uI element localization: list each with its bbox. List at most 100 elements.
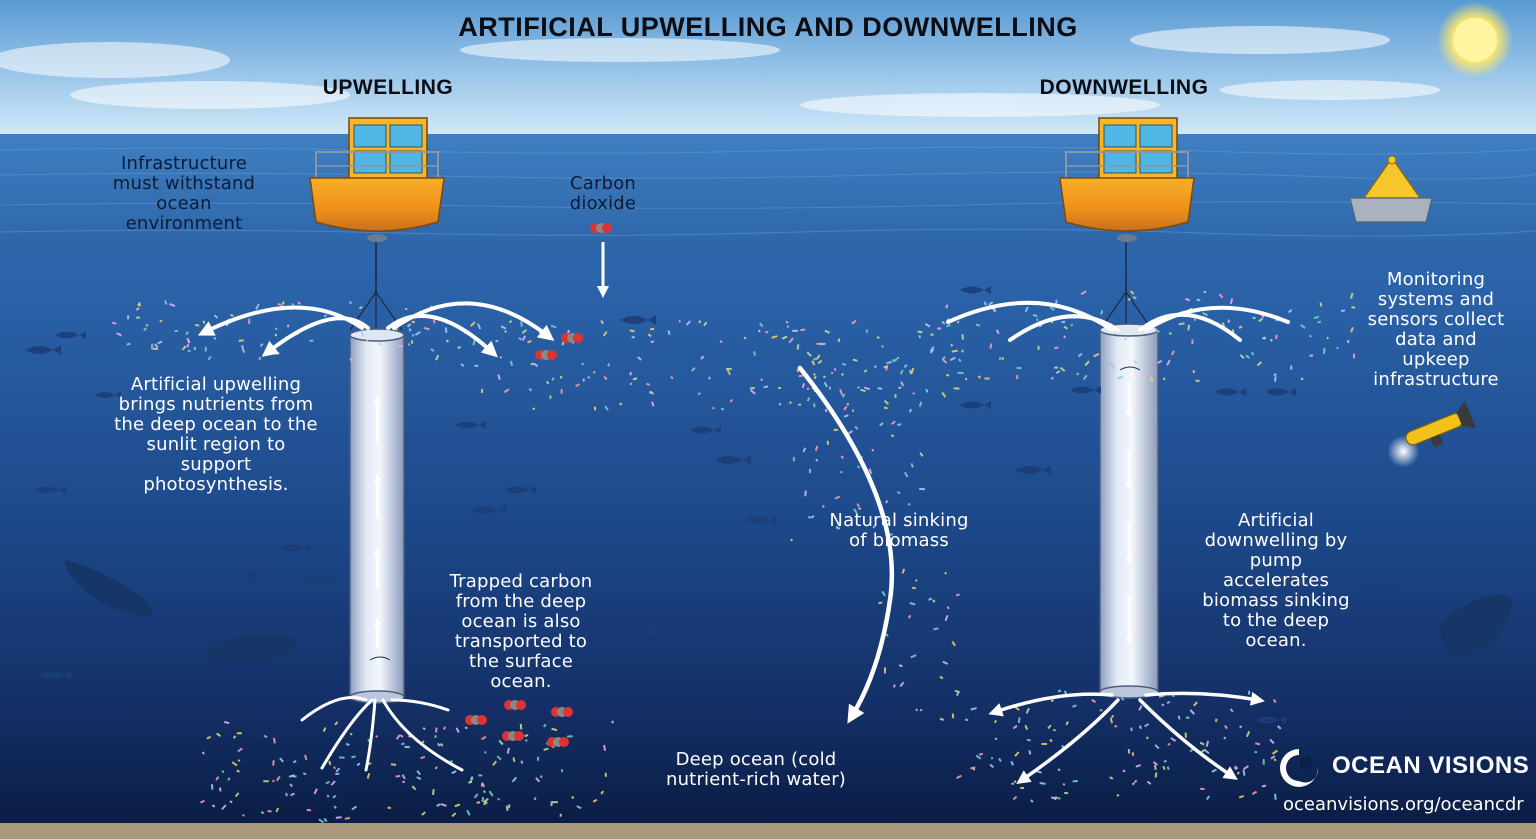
plankton-particle [328, 760, 332, 766]
plankton-particle [455, 727, 460, 734]
plankton-particle [883, 365, 888, 369]
plankton-particle [840, 455, 845, 459]
plankton-particle [970, 766, 976, 770]
plankton-particle [1178, 322, 1185, 326]
plankton-particle [401, 774, 406, 780]
plankton-particle [1146, 780, 1152, 785]
plankton-particle [865, 329, 869, 334]
plankton-particle [505, 805, 509, 812]
plankton-particle [436, 803, 441, 807]
plankton-particle [863, 386, 870, 391]
plankton-particle [1262, 759, 1265, 765]
plankton-particle [977, 375, 982, 379]
plankton-particle [1162, 765, 1166, 770]
plankton-particle [1254, 750, 1258, 754]
plankton-particle [928, 597, 933, 601]
plankton-particle [1214, 718, 1218, 723]
plankton-particle [1234, 765, 1237, 770]
plankton-particle [234, 792, 240, 798]
plankton-particle [330, 780, 336, 786]
plankton-particle [492, 760, 498, 766]
plankton-particle [1057, 689, 1062, 693]
plankton-particle [831, 371, 834, 375]
plankton-particle [1248, 690, 1251, 695]
plankton-particle [816, 342, 823, 346]
plankton-particle [533, 362, 539, 368]
natural-sinking-arrow [797, 365, 895, 724]
plankton-particle [788, 401, 793, 405]
plankton-particle [1039, 782, 1046, 785]
plankton-particle [528, 387, 533, 392]
plankton-particle [242, 813, 245, 817]
plankton-particle [945, 374, 950, 377]
plankton-particle [885, 500, 889, 504]
plankton-particle [358, 306, 363, 310]
plankton-particle [420, 755, 426, 760]
plankton-particle [757, 329, 761, 333]
plankton-particle [1130, 290, 1135, 295]
plankton-particle [474, 364, 479, 367]
plankton-particle [154, 343, 159, 349]
plankton-particle [883, 400, 890, 405]
plankton-particle [1061, 320, 1066, 324]
plankton-particle [781, 335, 788, 340]
plankton-particle [647, 333, 652, 338]
plankton-particle [1227, 319, 1230, 323]
plankton-particle [560, 389, 563, 394]
plankton-particle [152, 347, 159, 350]
co2-molecules [465, 223, 612, 747]
plankton-particle [1154, 772, 1158, 778]
plankton-particle [416, 776, 422, 781]
plankton-particle [843, 405, 848, 411]
plankton-particle [1138, 725, 1143, 730]
plankton-particle [1273, 372, 1277, 377]
plankton-particle [575, 383, 581, 388]
plankton-particle [970, 707, 977, 711]
seafloor [0, 823, 1536, 839]
plankton-particle [1100, 309, 1104, 315]
plankton-particle [238, 339, 244, 342]
plankton-particle [1277, 725, 1282, 730]
diagram-title: ARTIFICIAL UPWELLING AND DOWNWELLING [458, 12, 1078, 42]
plankton-particle [961, 334, 964, 340]
plankton-particle [1138, 705, 1143, 711]
plankton-particle [685, 320, 692, 326]
plankton-particle [210, 784, 214, 790]
plankton-particle [499, 356, 503, 359]
plankton-particle [993, 719, 998, 724]
plankton-particle [804, 490, 807, 497]
plankton-particle [1128, 298, 1131, 301]
plankton-particle [806, 351, 812, 357]
plankton-particle [891, 358, 896, 363]
plankton-particle [356, 762, 361, 767]
plankton-particle [348, 300, 353, 305]
plankton-particle [1131, 782, 1136, 786]
plankton-particle [1025, 707, 1030, 714]
plankton-particle [345, 742, 350, 747]
plankton-particle [1185, 297, 1191, 302]
plankton-particle [1082, 374, 1088, 381]
plankton-particle [186, 343, 190, 348]
plankton-particle [1177, 715, 1181, 720]
plankton-particle [1109, 776, 1114, 780]
plankton-particle [1065, 721, 1069, 726]
plankton-particle [1017, 717, 1021, 724]
plankton-particle [272, 779, 275, 783]
plankton-particle [326, 794, 330, 798]
brand-url[interactable]: oceanvisions.org/oceancdr [1283, 794, 1524, 815]
plankton-particle [484, 751, 487, 754]
plankton-particle [1152, 761, 1158, 766]
seals [65, 560, 1513, 665]
plankton-particle [434, 727, 438, 733]
plankton-particle [944, 614, 949, 622]
plankton-particle [1155, 328, 1160, 333]
plankton-particle [1080, 290, 1087, 296]
plankton-particle [998, 757, 1002, 762]
plankton-particle [260, 811, 265, 815]
plankton-particle [408, 343, 411, 346]
plankton-particle [483, 797, 489, 803]
plankton-particle [929, 348, 935, 354]
plankton-particle [1189, 709, 1196, 715]
plankton-particle [851, 409, 855, 413]
